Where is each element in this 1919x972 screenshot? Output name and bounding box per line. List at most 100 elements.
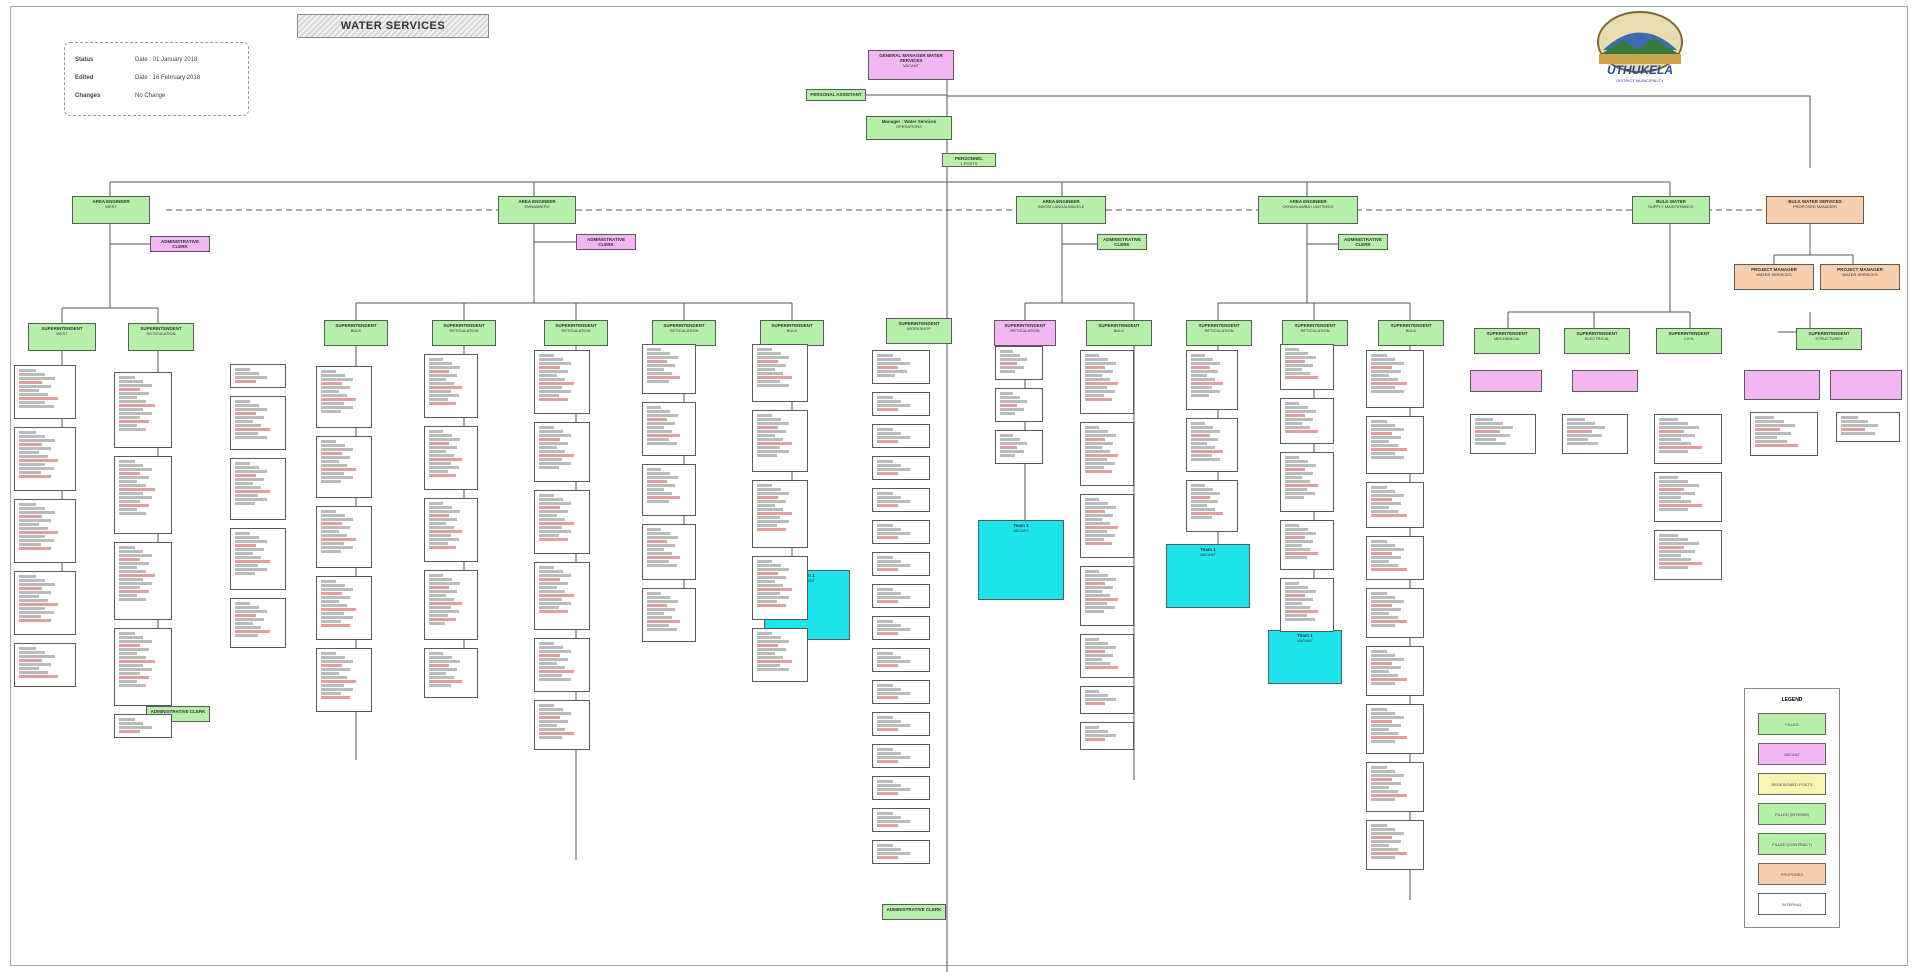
team-line — [877, 536, 899, 539]
team-line — [19, 535, 45, 538]
team-line — [1191, 366, 1210, 369]
team-line — [19, 595, 39, 598]
box-title: AREA ENGINEER — [1042, 199, 1080, 204]
team-line — [235, 424, 261, 427]
team-line — [235, 380, 256, 383]
team-line — [647, 360, 667, 363]
box-title: ADMINISTRATIVE CLERK — [161, 239, 199, 249]
team-line — [119, 472, 141, 475]
team-line — [1085, 690, 1100, 693]
box-title: SUPERINTENDENT — [1808, 331, 1850, 336]
team-line — [119, 660, 155, 663]
team-line — [757, 516, 780, 519]
team-line — [1371, 736, 1407, 739]
team-line — [1371, 362, 1405, 365]
team-line — [429, 618, 457, 621]
team-line — [321, 374, 345, 377]
team-line — [539, 426, 554, 429]
team-line — [539, 578, 560, 581]
team-line — [19, 647, 36, 650]
team-line — [321, 522, 342, 525]
team-line — [1659, 550, 1695, 553]
team-line — [429, 442, 449, 445]
team-line — [1085, 702, 1105, 705]
team-box — [230, 528, 286, 590]
team-line — [1191, 508, 1215, 511]
team-line — [119, 684, 146, 687]
team-line — [1285, 476, 1302, 479]
admin-clerk-box: ADMINISTRATIVE CLERK — [882, 904, 946, 920]
team-box — [872, 584, 930, 608]
team-line — [1000, 434, 1013, 437]
team-line — [321, 378, 353, 381]
team-line — [429, 450, 446, 453]
team-line — [1085, 434, 1116, 437]
team-box — [1562, 414, 1628, 454]
team-line — [757, 572, 778, 575]
team-line — [1659, 484, 1699, 487]
team-line — [877, 784, 902, 787]
team-line — [1191, 516, 1213, 519]
team-line — [539, 530, 571, 533]
team-line — [1085, 638, 1100, 641]
team-line — [235, 564, 258, 567]
team-line — [757, 418, 781, 421]
team-line — [647, 480, 667, 483]
team-line — [1085, 374, 1102, 377]
team-line — [1285, 460, 1308, 463]
team-line — [1371, 448, 1407, 451]
team-box — [1080, 722, 1134, 750]
team-line — [1085, 698, 1116, 701]
team-line — [539, 732, 574, 735]
team-line — [1085, 666, 1119, 669]
team-box — [642, 524, 696, 580]
team-line — [429, 382, 454, 385]
team-line — [757, 636, 781, 639]
team-line — [119, 718, 135, 721]
team-line — [1285, 610, 1319, 613]
team-line — [429, 656, 452, 659]
team-line — [647, 410, 670, 413]
team-line — [1000, 404, 1018, 407]
team-line — [1085, 582, 1105, 585]
team-line — [321, 660, 353, 663]
team-line — [1191, 394, 1210, 397]
team-line — [1371, 716, 1405, 719]
legend-item: REDESIGNED POSTS — [1758, 773, 1826, 795]
team-line — [539, 506, 560, 509]
team-line — [1371, 766, 1387, 769]
team-line — [1285, 480, 1310, 483]
team-line — [321, 676, 347, 679]
team-line — [321, 530, 339, 533]
team-line — [235, 502, 255, 505]
team-line — [539, 514, 557, 517]
team-line — [19, 451, 39, 454]
team-line — [1285, 348, 1300, 351]
team-line — [321, 452, 342, 455]
team-line — [321, 588, 353, 591]
team-line — [1371, 592, 1387, 595]
status-row: Changes No Change — [75, 93, 245, 99]
team-line — [1371, 420, 1387, 423]
team-line — [877, 496, 902, 499]
team-line — [321, 680, 356, 683]
team-line — [19, 619, 51, 622]
box-title: GENERAL MANAGER WATER SERVICES — [879, 53, 943, 63]
team-line — [429, 582, 460, 585]
admin-clerk-box: ADMINISTRATIVE CLERK — [1097, 234, 1147, 250]
status-label: Changes — [75, 93, 101, 99]
team-line — [757, 442, 792, 445]
team-line — [235, 428, 270, 431]
team-line — [1659, 562, 1702, 565]
team-box — [872, 776, 930, 800]
team-box — [872, 392, 930, 416]
team-line — [757, 422, 789, 425]
team-line — [1285, 468, 1305, 471]
team-box — [424, 354, 478, 418]
team-line — [19, 607, 45, 610]
status-value: No Change — [135, 93, 166, 99]
box-title: SUPERINTENDENT — [1390, 323, 1432, 328]
